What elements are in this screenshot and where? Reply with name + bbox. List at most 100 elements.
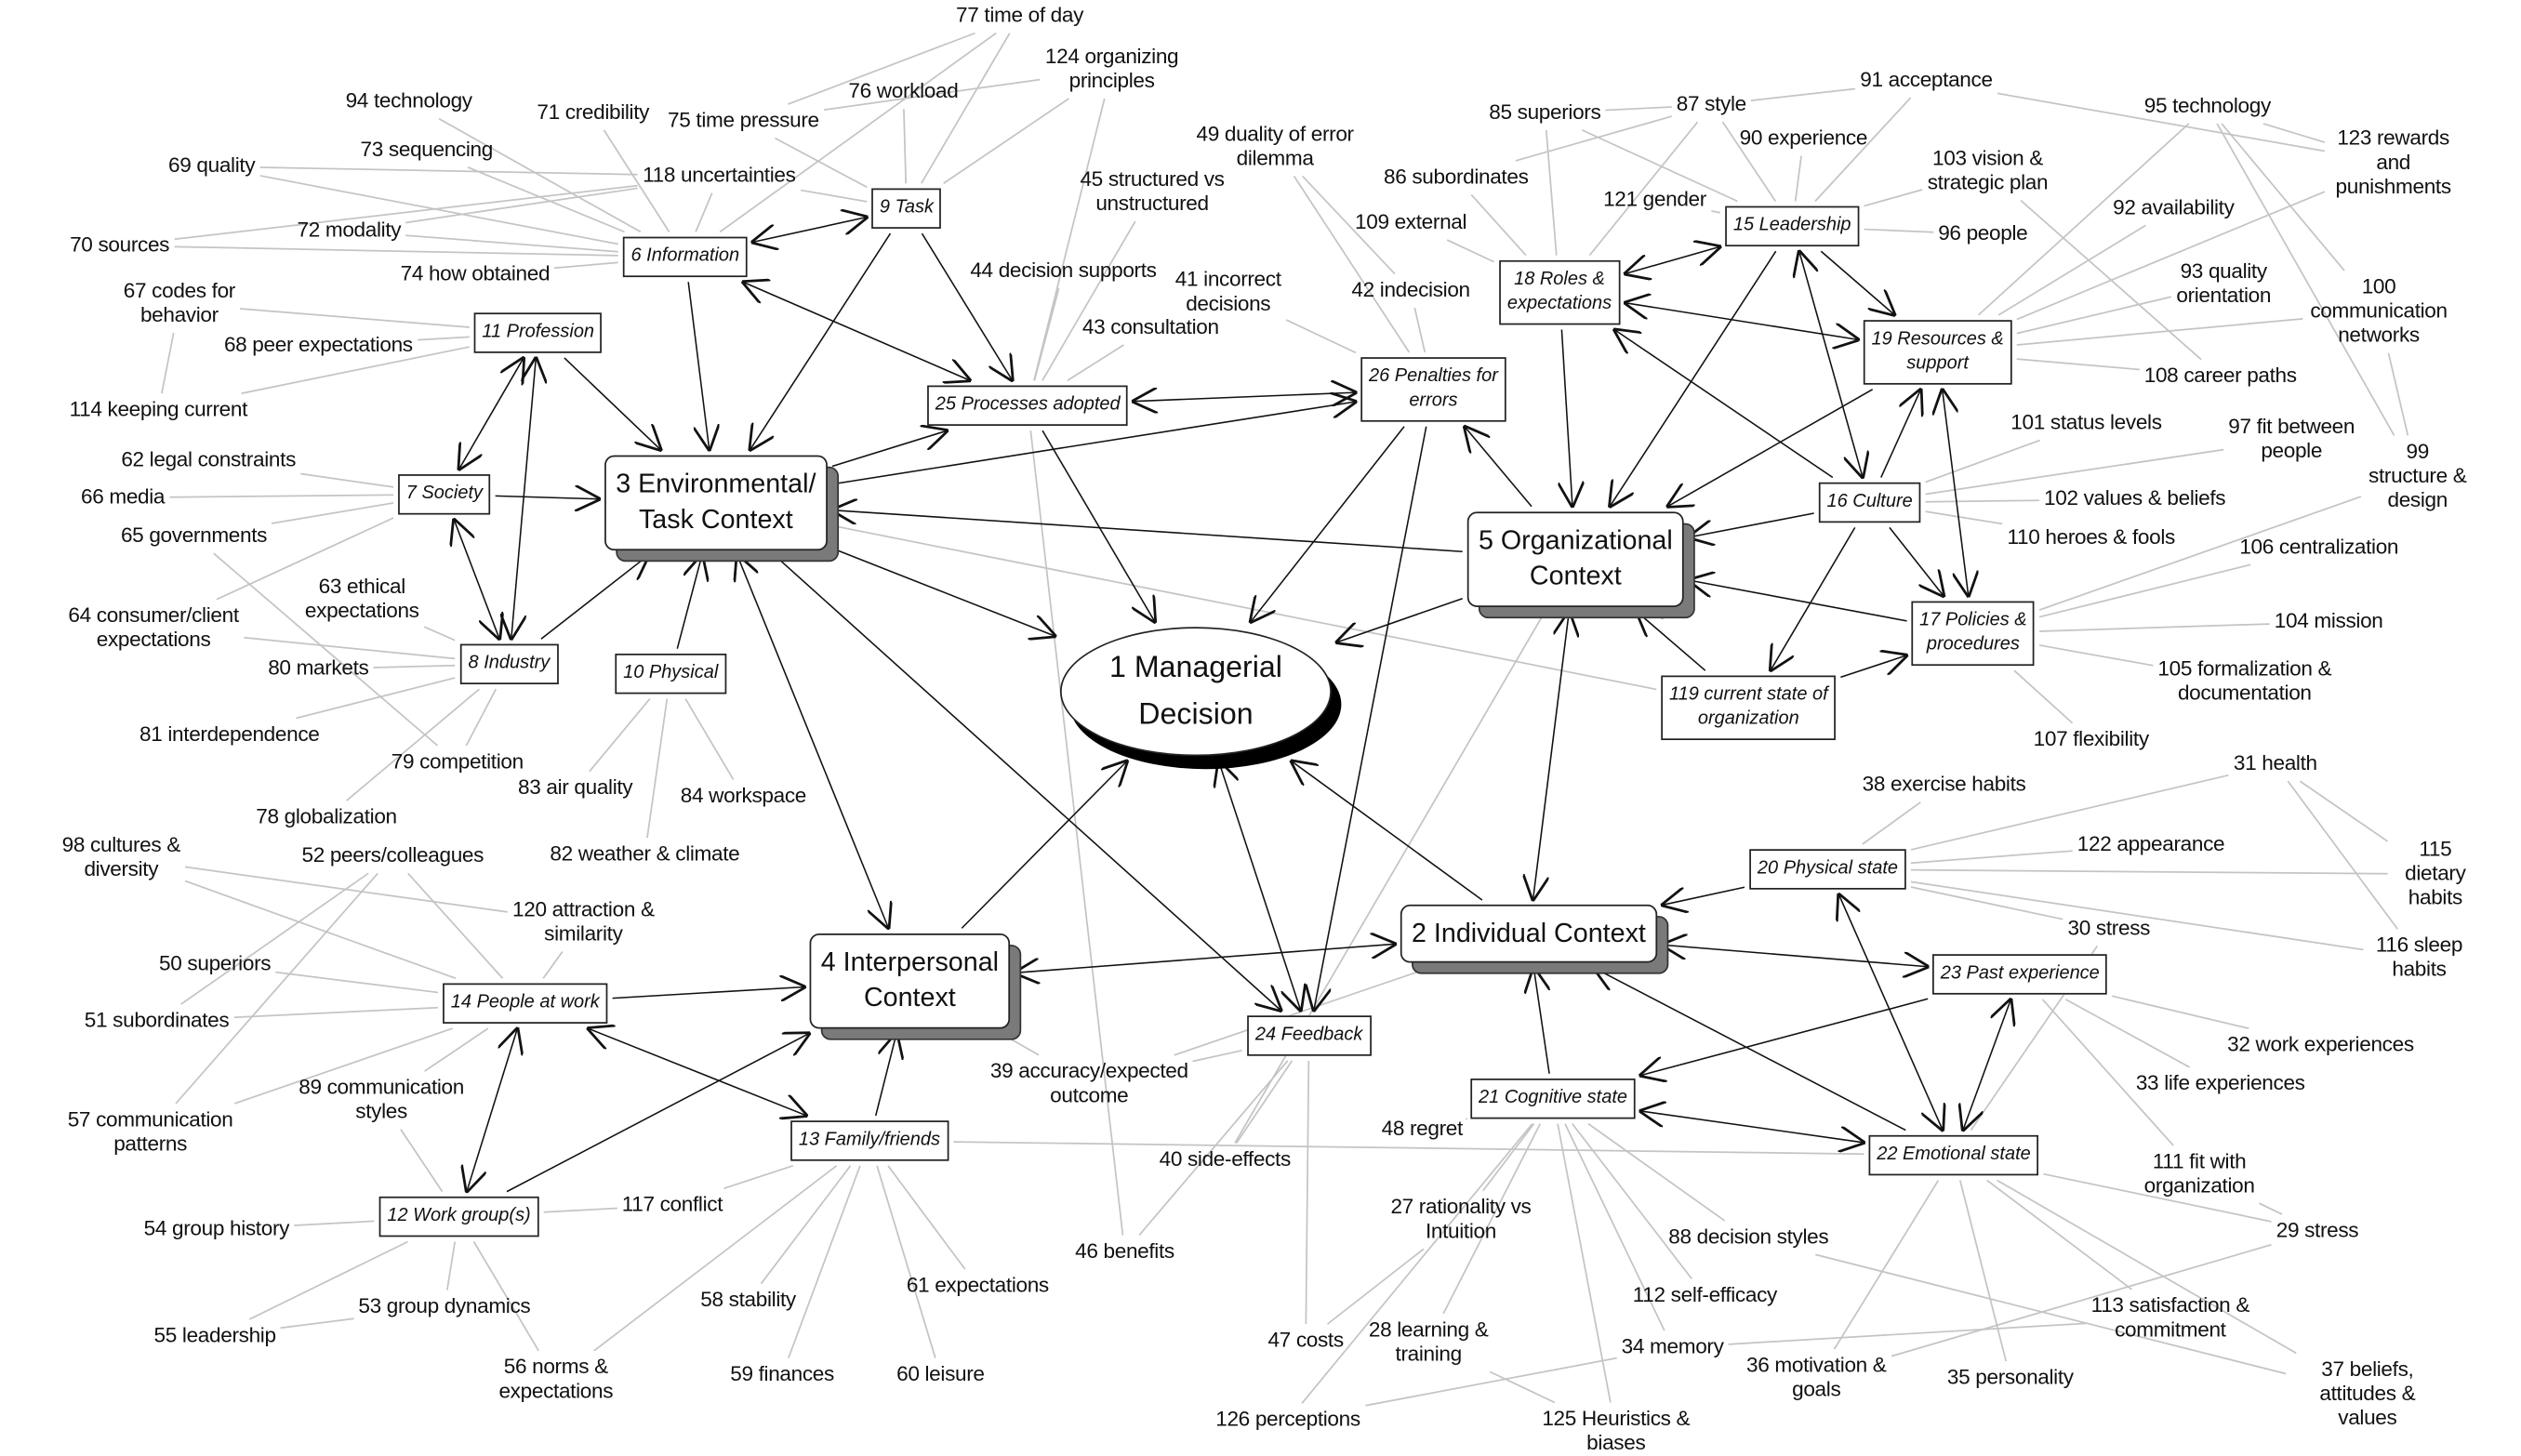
link-line [2112,996,2249,1028]
factor-box: 6 Information [623,237,748,277]
factor-box: 16 Culture [1819,483,1921,523]
factor-label: 72 modality [298,219,402,244]
arrow-line [737,555,889,928]
arrow-line [752,217,867,242]
factor-label: 32 work experiences [2227,1033,2414,1057]
arrow-line [467,1028,518,1192]
factor-label: 61 expectations [907,1274,1049,1298]
factor-label: 110 heroes & fools [2007,526,2174,550]
link-line [953,1142,1864,1154]
factor-label: 101 status levels [2010,411,2161,435]
factor-label: 76 workload [848,80,958,104]
factor-label: 105 formalization & documentation [2157,657,2331,706]
arrow-line [1533,968,1549,1074]
factor-label: 103 vision & strategic plan [1928,147,2049,195]
link-line [401,1130,443,1192]
factor-label: 64 consumer/client expectations [68,604,238,653]
factor-label: 49 duality of error dilemma [1197,123,1354,171]
arrow-line [541,555,649,639]
decision-node: 1 Managerial Decision [1060,627,1332,756]
link-line [1926,500,2040,501]
link-line [944,99,1069,183]
factor-box: 15 Leadership [1725,206,1859,246]
factor-label: 102 values & beliefs [2044,487,2225,511]
factor-label: 39 accuracy/expected outcome [990,1060,1188,1108]
link-line [297,678,456,718]
arrow-line [832,549,1055,636]
link-line [543,952,563,979]
context-node: 5 Organizational Context [1467,511,1684,606]
link-line [418,337,470,339]
link-line [1294,176,1410,351]
arrow-line [613,986,805,998]
arrow-line [1821,251,1894,315]
factor-label: 83 air quality [518,776,632,801]
factor-label: 100 communication networks [2308,275,2450,348]
factor-label: 28 learning & training [1369,1318,1489,1367]
link-line [176,873,378,1104]
factor-label: 82 weather & climate [550,842,739,867]
arrow-line [1015,944,1395,973]
factor-label: 73 sequencing [361,139,493,163]
arrow-line [588,1028,806,1116]
arrow-line [1637,612,1705,670]
link-line [1835,1180,1939,1349]
link-line [2388,353,2408,436]
link-line [275,973,438,993]
link-line [554,262,618,268]
factor-label: 40 side-effects [1160,1148,1291,1172]
link-line [408,873,503,978]
factor-label: 70 sources [70,233,169,258]
arrow-line [743,282,970,380]
arrow-line [1625,246,1720,273]
arrow-line [1336,599,1463,642]
link-line [175,186,638,240]
factor-label: 59 finances [730,1363,834,1387]
arrow-line [511,358,537,639]
arrow-line [1533,612,1570,900]
arrow-line [832,510,1463,552]
factor-label: 112 self-efficacy [1633,1284,1777,1308]
link-line [2014,670,2072,722]
factor-label: 50 superiors [159,952,271,976]
link-line [1286,320,1356,352]
factor-label: 94 technology [346,90,472,114]
factor-label: 41 incorrect decisions [1175,269,1281,317]
context-node: 3 Environmental/ Task Context [604,456,828,550]
factor-box: 25 Processes adopted [927,386,1128,426]
link-line [234,1008,438,1018]
link-line [281,1318,354,1328]
factor-box: 11 Profession [474,312,603,352]
factor-label: 104 mission [2275,610,2383,634]
link-line [685,699,733,780]
link-line [294,1221,374,1225]
arrow-line [1042,430,1155,622]
arrow-line [962,761,1127,929]
factor-label: 65 governments [121,524,267,549]
link-line [1192,1051,1241,1062]
factor-label: 57 communication patterns [68,1108,233,1157]
factor-box: 21 Cognitive state [1470,1079,1635,1118]
factor-label: 52 peers/colleagues [301,844,484,868]
context-node: 4 Interpersonal Context [810,933,1011,1028]
arrow-line [1133,392,1356,402]
factor-label: 109 external [1355,211,1466,235]
arrow-line [1840,655,1906,678]
link-line [181,873,368,1004]
link-line [1447,240,1493,262]
link-line [424,627,455,641]
factor-label: 120 attraction & similarity [512,898,655,946]
arrow-line [1890,527,1944,596]
factor-label: 92 availability [2113,196,2234,220]
link-line [1237,1061,1293,1144]
link-line [1030,430,1122,1235]
link-line [2222,124,2344,271]
factor-label: 56 norms & expectations [498,1356,613,1404]
link-line [2263,124,2325,142]
factor-label: 80 markets [268,656,368,681]
factor-label: 77 time of day [956,4,1083,28]
factor-box: 23 Past experience [1932,954,2107,994]
factor-label: 48 regret [1382,1118,1463,1142]
factor-label: 31 health [2234,752,2317,776]
